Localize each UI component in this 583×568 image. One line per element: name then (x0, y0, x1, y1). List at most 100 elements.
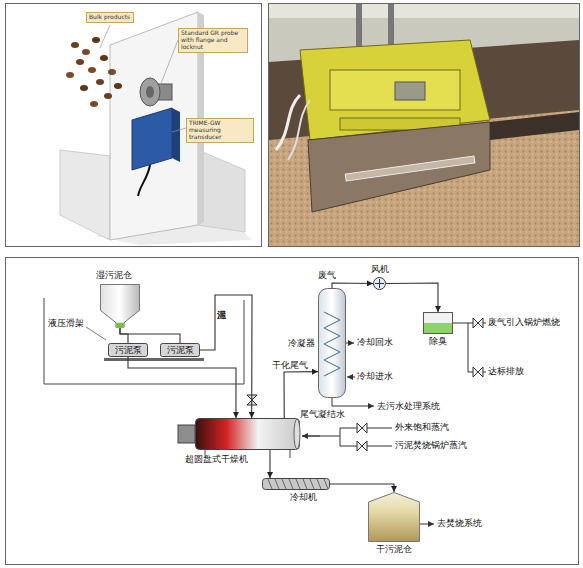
process-piping (346, 343, 354, 344)
annotation: 冷却进水 (357, 371, 393, 381)
callout-tag: Standard GR probe with flange and locknu… (178, 28, 248, 53)
dry-silo-outline (368, 492, 420, 542)
node-label: 风机 (371, 264, 389, 274)
condenser: 冷凝器 (318, 288, 346, 398)
process-piping (357, 423, 367, 433)
sensor-illustration (114, 83, 122, 89)
loadcell-photo (356, 4, 362, 48)
cooler-screw-shape (275, 479, 279, 489)
flow-connector (128, 357, 236, 418)
callout-tag: TRIME-GW measuring transducer (186, 118, 254, 143)
flow-connector (269, 450, 270, 478)
cooler-screw-shape (310, 479, 314, 489)
sensor-illustration (88, 67, 96, 73)
process-piping (178, 425, 195, 443)
flow-connector (332, 283, 373, 288)
process-piping (453, 323, 486, 372)
panel-frame (6, 4, 580, 565)
process-piping (420, 524, 434, 525)
cooler-screw-shape (296, 479, 300, 489)
condenser-outline (318, 288, 346, 398)
panel-frame (6, 258, 579, 565)
sensor-illustration (198, 150, 245, 232)
process-piping (302, 436, 320, 437)
loadcell-photo (288, 100, 310, 160)
deodorizer: 除臭 (423, 312, 453, 334)
node-label: 冷凝器 (288, 338, 315, 348)
fan-symbol: 风机 (373, 277, 386, 290)
sensor-illustration (140, 78, 160, 106)
sensor-illustration (132, 108, 172, 170)
node-label: 湿污泥仓 (96, 270, 132, 280)
disc-dryer-outline (195, 418, 300, 450)
edge-label: 废气 (318, 270, 336, 280)
sludge-pump: 污泥泵 (160, 343, 200, 357)
cooler-screw-shape (289, 479, 293, 489)
callout-tag: Bulk products (86, 12, 134, 23)
panel-frame (6, 4, 262, 247)
sensor-illustration (138, 165, 150, 196)
loadcell-photo (330, 70, 460, 110)
loadcell-photo (269, 4, 579, 246)
condenser-shape (319, 289, 346, 398)
sensor-illustration (60, 150, 110, 240)
sensor-illustration (100, 25, 110, 48)
node-label: 污泥泵 (108, 343, 148, 357)
node-label: TRIME-GW measuring transducer (189, 120, 251, 141)
wet-silo-outline (100, 284, 140, 328)
sensor-illustration (96, 79, 104, 85)
wet-silo: 湿污泥仓 (100, 284, 140, 328)
loadcell-photo (395, 82, 425, 100)
node-label: Bulk products (89, 14, 131, 21)
sludge-pump-shape (109, 344, 148, 357)
process-piping (247, 395, 257, 405)
sludge-pump: 污泥泵 (108, 343, 148, 357)
flow-connector (120, 328, 128, 343)
node-label: 冷却机 (290, 492, 317, 502)
loadcell-photo (308, 122, 490, 212)
loadcell-photo (490, 112, 579, 140)
sensor-illustration (82, 49, 90, 55)
cooler-screw-shape (317, 479, 321, 489)
cooler-screw-shape (324, 479, 328, 489)
edge-label: 干化尾气 (272, 360, 308, 370)
annotation: 去污水处理系统 (377, 401, 440, 411)
sensor-illustration (80, 85, 88, 91)
process-piping (473, 318, 483, 328)
annotation: 液压滑架 (48, 318, 84, 328)
node-label: Standard GR probe with flange and locknu… (181, 30, 245, 51)
cooler-screw-shape (268, 479, 272, 489)
dry-silo: 干污泥仓 (368, 492, 420, 542)
fan-symbol-shape (375, 279, 384, 288)
sensor-illustration (92, 37, 100, 43)
loadcell-photo (388, 4, 394, 46)
cooler-screw: 冷却机 (262, 478, 330, 490)
node-label: 干污泥仓 (376, 544, 412, 554)
node-label: 污泥泵 (160, 343, 200, 357)
process-piping (357, 441, 367, 451)
sensor-illustration (71, 42, 79, 48)
sensor-illustration (104, 93, 112, 99)
process-piping (44, 298, 244, 384)
disc-dryer: 超圆盘式干燥机 (195, 418, 300, 450)
annotation: 污泥焚烧锅炉蒸汽 (395, 440, 467, 450)
annotation: 尾气凝结水 (300, 409, 345, 419)
panel-frame (269, 4, 580, 247)
annotation: 外来饱和蒸汽 (395, 422, 449, 432)
process-piping (473, 367, 483, 377)
process-piping (302, 428, 392, 446)
condenser-shape (324, 312, 340, 376)
annotation: 达标排放 (488, 366, 524, 376)
sensor-illustration (172, 128, 186, 132)
deodorizer-shape (424, 313, 453, 334)
process-piping (332, 398, 374, 406)
process-piping (104, 358, 204, 361)
cooler-screw-shape (282, 479, 286, 489)
fan-symbol-outline (373, 277, 386, 290)
sensor-illustration (146, 86, 154, 98)
cooler-screw-shape (303, 479, 307, 489)
fan-symbol-shape (374, 278, 386, 290)
cooler-screw-outline (262, 478, 330, 490)
sensor-illustration (76, 59, 84, 65)
